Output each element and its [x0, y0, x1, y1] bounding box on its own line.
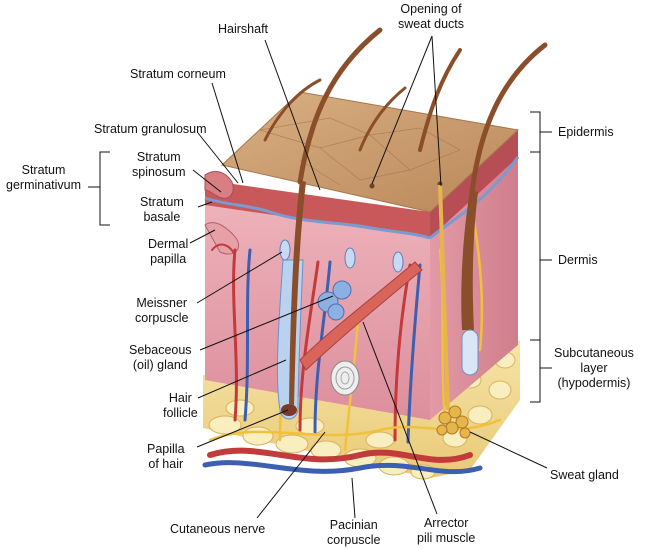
label-pacinian-corpuscle: Pacinian corpuscle	[327, 518, 381, 547]
sebaceous-gland-art	[317, 280, 352, 321]
label-subcutaneous-layer: Subcutaneous layer (hypodermis)	[554, 346, 634, 390]
label-stratum-granulosum: Stratum granulosum	[94, 122, 207, 136]
label-meissner-corpuscle: Meissner corpuscle	[135, 296, 189, 325]
hair-follicle-art	[276, 180, 306, 420]
epidermis-top-art	[220, 91, 520, 213]
pacinian-corpuscle-art	[330, 360, 360, 396]
blood-vessels-art	[202, 243, 483, 475]
right-follicle-art	[461, 190, 479, 376]
label-arrector-pili-muscle: Arrector pili muscle	[417, 516, 476, 545]
label-sebaceous-gland: Sebaceous (oil) gland	[129, 343, 192, 372]
label-sweat-gland: Sweat gland	[550, 468, 619, 482]
label-opening-of-sweat-ducts: Opening of sweat ducts	[398, 2, 465, 31]
sweat-pore-art	[369, 183, 375, 189]
label-hair-follicle: Hair follicle	[163, 391, 198, 420]
label-stratum-spinosum: Stratum spinosum	[132, 150, 186, 179]
leader-lines	[88, 35, 552, 519]
label-dermis: Dermis	[558, 253, 598, 267]
label-stratum-germinativum: Stratum germinativum	[6, 163, 82, 192]
dermis-front-art	[205, 195, 430, 420]
label-hairshaft: Hairshaft	[218, 22, 269, 36]
label-dermal-papilla: Dermal papilla	[148, 237, 189, 266]
hairs-above-surface-art	[263, 27, 548, 195]
arrector-pili-art	[299, 261, 423, 371]
meissner-corpuscle-art	[279, 239, 404, 273]
label-papilla-of-hair: Papilla of hair	[147, 442, 185, 471]
label-cutaneous-nerve: Cutaneous nerve	[170, 522, 266, 536]
label-stratum-basale: Stratum basale	[140, 195, 184, 224]
label-epidermis: Epidermis	[558, 125, 614, 139]
epidermis-front-band	[205, 180, 430, 238]
sweat-gland-art	[436, 184, 471, 439]
peeled-epidermis-art	[204, 171, 234, 199]
label-stratum-corneum: Stratum corneum	[130, 67, 226, 81]
stratum-basale-line	[204, 196, 431, 240]
